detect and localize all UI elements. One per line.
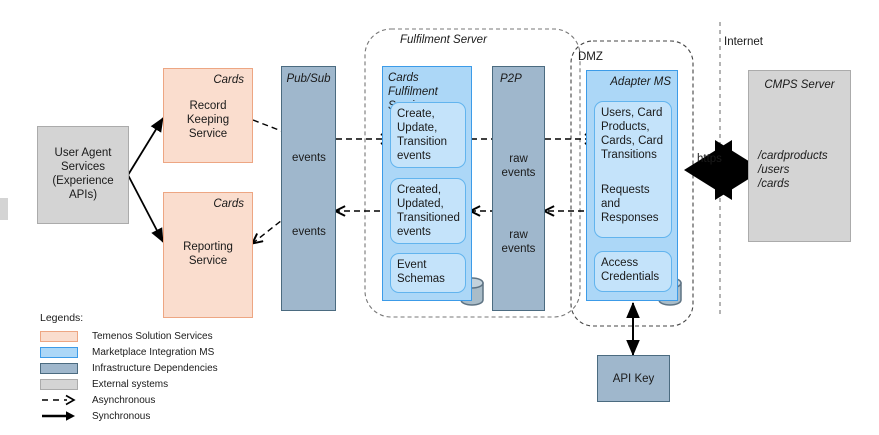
pubsub-node[interactable]: Pub/Sub <box>281 66 336 311</box>
user-agent-line-3: (Experience <box>52 175 114 187</box>
user-agent-services-node[interactable]: User Agent Services (Experience APIs) <box>37 126 129 224</box>
legend-title: Legends: <box>40 312 84 324</box>
legend-item-synchronous: Synchronous <box>40 409 218 423</box>
adapter-entities-and-requests-box[interactable]: Users, Card Products, Cards, Card Transi… <box>594 101 672 238</box>
pubsub-queue-2-label: events <box>292 226 326 238</box>
legend-label-external: External systems <box>92 378 169 390</box>
cmps-path-2: /users <box>758 164 790 176</box>
edge-useragent-to-reporting <box>127 174 164 243</box>
cfs-box1-line-1: Create, <box>397 108 435 120</box>
legend-swatch-infrastructure <box>40 362 78 374</box>
solid-arrow-icon <box>42 411 75 421</box>
edge-useragent-to-recordkeeping <box>127 117 164 176</box>
adapter-box1-line-1: Users, Card <box>601 107 663 119</box>
reporting-line-1: Reporting <box>183 241 233 253</box>
cfs-box3-line-2: Schemas <box>397 273 445 285</box>
legend-swatch-marketplace <box>40 346 78 358</box>
legend-item-marketplace: Marketplace Integration MS <box>40 345 218 359</box>
reporting-tag: Cards <box>213 198 244 210</box>
p2p-queue-2-label-line-1: raw <box>509 229 528 241</box>
cfs-box2-line-2: Updated, <box>397 198 444 210</box>
record-keeping-line-3: Service <box>188 128 228 140</box>
p2p-queue-1-label-line-2: events <box>501 167 536 179</box>
internet-label: Internet <box>724 36 763 48</box>
p2p-node[interactable]: P2P <box>492 66 545 311</box>
cfs-box2-line-4: events <box>397 226 431 238</box>
cmps-path-3: /cards <box>758 178 790 190</box>
cfs-box1-line-2: Update, <box>397 122 438 134</box>
adapter-box2-line-1: Access <box>601 257 639 269</box>
edge-recordkeeping-to-pubsub <box>252 119 297 137</box>
legend-label-infrastructure: Infrastructure Dependencies <box>92 362 218 374</box>
legend: Legends: Temenos Solution Services Marke… <box>40 312 218 425</box>
api-key-label: API Key <box>612 373 655 385</box>
record-keeping-tag: Cards <box>213 74 244 86</box>
dashed-arrow-icon <box>42 394 76 406</box>
adapter-ms-title: Adapter MS <box>610 76 671 88</box>
record-keeping-line-1: Record <box>189 100 227 112</box>
p2p-queue-1-label-line-1: raw <box>509 153 528 165</box>
adapter-box1-line-3: Cards, Card <box>601 135 663 147</box>
cfs-create-update-transition-box[interactable]: Create, Update, Transition events <box>390 102 466 168</box>
cfs-event-schemas-box[interactable]: Event Schemas <box>390 253 466 293</box>
adapter-access-credentials-box[interactable]: Access Credentials <box>594 251 672 292</box>
cmps-server-title: CMPS Server <box>764 79 835 91</box>
adapter-box1-line-2: Products, <box>601 121 650 133</box>
pubsub-queue-1-label: events <box>292 152 326 164</box>
p2p-title: P2P <box>500 73 522 85</box>
adapter-box1b-line-2: and <box>601 198 621 210</box>
user-agent-line-4: APIs) <box>68 189 98 201</box>
fulfilment-server-label: Fulfilment Server <box>400 34 487 46</box>
cfs-created-updated-transitioned-box[interactable]: Created, Updated, Transitioned events <box>390 178 466 244</box>
cfs-box3-line-1: Event <box>397 259 427 271</box>
legend-swatch-external <box>40 378 78 390</box>
cfs-box1-line-4: events <box>397 150 431 162</box>
adapter-box1b-line-1: Requests <box>601 184 650 196</box>
cfs-box2-line-3: Transitioned <box>397 212 460 224</box>
legend-label-synchronous: Synchronous <box>92 410 151 422</box>
adapter-box2-line-2: Credentials <box>601 271 660 283</box>
adapter-box1-line-4: Transitions <box>601 149 657 161</box>
https-label: https <box>697 153 722 165</box>
legend-label-marketplace: Marketplace Integration MS <box>92 346 215 358</box>
legend-label-asynchronous: Asynchronous <box>92 394 156 406</box>
api-key-node[interactable]: API Key <box>597 355 670 402</box>
record-keeping-service-node[interactable]: Cards Record Keeping Service <box>163 68 253 163</box>
user-agent-line-2: Services <box>60 161 106 173</box>
dmz-label: DMZ <box>578 51 603 63</box>
legend-item-asynchronous: Asynchronous <box>40 393 218 407</box>
fulfilment-server-boundary <box>364 28 581 318</box>
reporting-service-node[interactable]: Cards Reporting Service <box>163 192 253 318</box>
legend-item-infrastructure: Infrastructure Dependencies <box>40 361 218 375</box>
legend-swatch-temenos <box>40 330 78 342</box>
cards-fulfilment-title-line-1: Cards Fulfilment <box>388 72 438 98</box>
record-keeping-line-2: Keeping <box>186 114 230 126</box>
legend-item-external: External systems <box>40 377 218 391</box>
user-agent-line-1: User Agent <box>54 147 112 159</box>
pubsub-title: Pub/Sub <box>286 73 331 85</box>
legend-item-temenos: Temenos Solution Services <box>40 329 218 343</box>
legend-label-temenos: Temenos Solution Services <box>92 330 213 342</box>
cfs-box1-line-3: Transition <box>397 136 448 148</box>
adapter-box1b-line-3: Responses <box>601 212 659 224</box>
left-edge-artifact <box>0 198 8 220</box>
cfs-box2-line-1: Created, <box>397 184 442 196</box>
edge-pubsub-to-reporting <box>253 208 297 243</box>
cmps-path-1: /cardproducts <box>758 150 828 162</box>
cmps-server-node[interactable]: CMPS Server /cardproducts /users /cards <box>748 70 851 242</box>
p2p-queue-2-label-line-2: events <box>501 243 536 255</box>
reporting-line-2: Service <box>188 255 228 267</box>
